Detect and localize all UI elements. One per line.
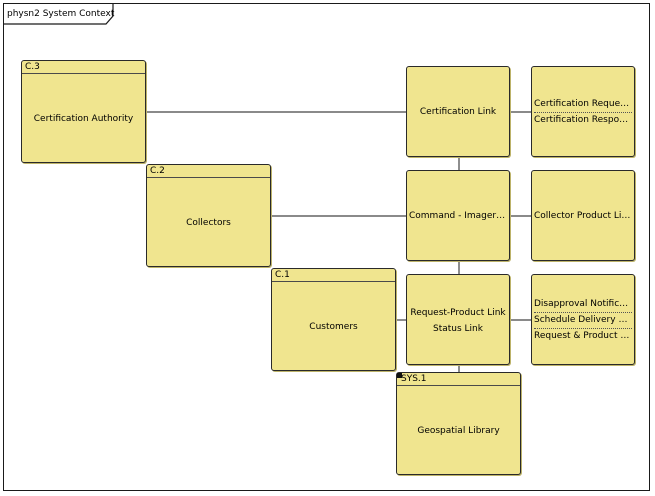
certification-link-block[interactable]: Certification Link: [406, 66, 510, 157]
customers-block[interactable]: C.1 Customers: [271, 268, 396, 371]
link-label: Command - Imagery...: [409, 211, 509, 221]
certification-flows-block[interactable]: Certification Request... Certification R…: [531, 66, 635, 157]
flow-divider: [534, 112, 632, 113]
block-name: Collectors: [186, 218, 231, 228]
flow-item: Certification Request...: [534, 99, 632, 109]
block-id: C.3: [22, 61, 145, 74]
flow-divider: [534, 312, 632, 313]
system-marker-icon: [397, 373, 402, 378]
flow-item: Schedule Delivery Link: [534, 315, 632, 325]
geospatial-library-block[interactable]: SYS.1 Geospatial Library: [396, 372, 521, 475]
block-id: C.2: [147, 165, 270, 178]
block-id: C.1: [272, 269, 395, 282]
flow-item: Request & Product Li...: [534, 331, 632, 341]
command-imagery-link-block[interactable]: Command - Imagery...: [406, 170, 510, 261]
link-label: Certification Link: [419, 107, 497, 117]
collector-flows-block[interactable]: Collector Product Link: [531, 170, 635, 261]
flow-item: Disapproval Notificat...: [534, 299, 632, 309]
diagram-frame: [3, 3, 650, 491]
flow-item: Certification Respons...: [534, 115, 632, 125]
link-label: Request-Product Link: [410, 308, 506, 318]
frame-title: physn2 System Context: [7, 9, 115, 19]
flow-divider: [534, 328, 632, 329]
collectors-block[interactable]: C.2 Collectors: [146, 164, 271, 267]
block-name: Geospatial Library: [417, 426, 500, 436]
certification-authority-block[interactable]: C.3 Certification Authority: [21, 60, 146, 163]
customer-flows-block[interactable]: Disapproval Notificat... Schedule Delive…: [531, 274, 635, 365]
link-label: Status Link: [433, 324, 483, 334]
block-name: Customers: [309, 322, 358, 332]
frame-tab: [3, 3, 114, 25]
request-product-link-block[interactable]: Request-Product Link Status Link: [406, 274, 510, 365]
block-name: Certification Authority: [33, 114, 134, 124]
flow-item: Collector Product Link: [534, 211, 632, 221]
block-id: SYS.1: [397, 373, 520, 386]
